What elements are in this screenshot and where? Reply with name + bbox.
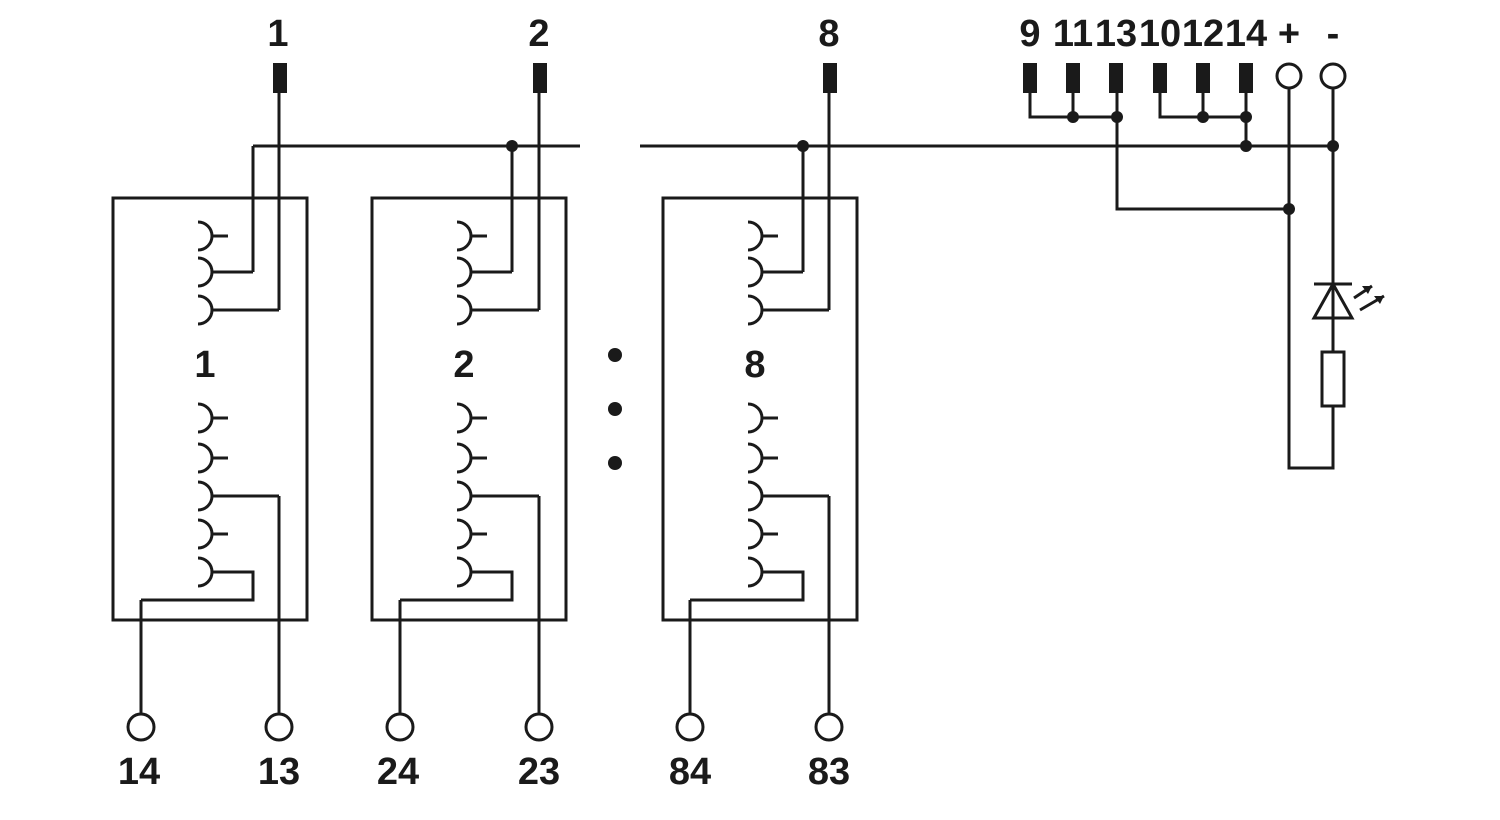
- relay-8: 8 8 84 83: [661, 13, 859, 793]
- bus-junction-dot: [797, 140, 809, 152]
- common-pin-label-9: 9: [1019, 13, 1040, 55]
- common-pin-label-12: 12: [1182, 13, 1224, 55]
- led-icon: [1311, 280, 1385, 320]
- relay-2: 2 2 24 23: [370, 13, 568, 793]
- relay-1-input-pin: [273, 63, 287, 93]
- relay-2-terminal-right: [524, 712, 554, 742]
- relay-8-input-label: 8: [818, 13, 839, 55]
- relay-2-terminal-left: [385, 712, 415, 742]
- relay-2-input-label: 2: [528, 13, 549, 55]
- supply-plus-terminal: [1275, 62, 1303, 90]
- vertical-dots-icon: [608, 348, 622, 470]
- relay-1-coil-contacts: [141, 220, 279, 602]
- relay-1-terminal-right: [264, 712, 294, 742]
- relay-2-terminal-right-label: 23: [518, 751, 560, 793]
- relay-2-body: [370, 196, 568, 622]
- relay-1-terminal-right-label: 13: [258, 751, 300, 793]
- common-pin-labels: 9 11 13 10 12 14: [1019, 13, 1267, 55]
- resistor-icon: [1320, 350, 1346, 408]
- common-pin-label-13: 13: [1095, 13, 1137, 55]
- relay-2-coil-contacts: [400, 220, 539, 602]
- common-bus: [253, 140, 1333, 152]
- common-pin-13: [1109, 63, 1123, 93]
- common-pin-wiring: [1028, 93, 1295, 215]
- common-pin-label-10: 10: [1139, 13, 1181, 55]
- relay-8-input-pin: [823, 63, 837, 93]
- supply-minus-label: -: [1327, 13, 1340, 55]
- supply-terminals: + -: [1275, 13, 1347, 470]
- relay-2-terminal-left-label: 24: [377, 751, 419, 793]
- relay-8-terminal-left-label: 84: [669, 751, 711, 793]
- relay-8-body: [661, 196, 859, 622]
- common-pin-9: [1023, 63, 1037, 93]
- relay-1: 1 1 14 13: [111, 13, 309, 793]
- supply-plus-label: +: [1278, 13, 1300, 55]
- relay-8-terminal-left: [675, 712, 705, 742]
- relay-8-coil-contacts: [690, 220, 829, 602]
- common-pin-12: [1196, 63, 1210, 93]
- common-pin-14: [1239, 63, 1253, 93]
- common-pin-label-11: 11: [1053, 13, 1093, 55]
- relay-8-terminal-right: [814, 712, 844, 742]
- common-pin-11: [1066, 63, 1080, 93]
- common-pin-label-14: 14: [1225, 13, 1267, 55]
- supply-minus-terminal: [1319, 62, 1347, 90]
- relay-2-input-pin: [533, 63, 547, 93]
- relay-1-terminal-left: [126, 712, 156, 742]
- bus-junction-dot: [506, 140, 518, 152]
- relay-1-input-label: 1: [267, 13, 288, 55]
- relay-2-label: 2: [453, 344, 474, 386]
- relay-8-terminal-right-label: 83: [808, 751, 850, 793]
- common-pins: [1023, 63, 1253, 93]
- relay-8-label: 8: [744, 344, 765, 386]
- relay-1-body: [111, 196, 309, 622]
- relay-1-terminal-left-label: 14: [118, 751, 160, 793]
- relay-1-label: 1: [194, 344, 215, 386]
- common-pin-10: [1153, 63, 1167, 93]
